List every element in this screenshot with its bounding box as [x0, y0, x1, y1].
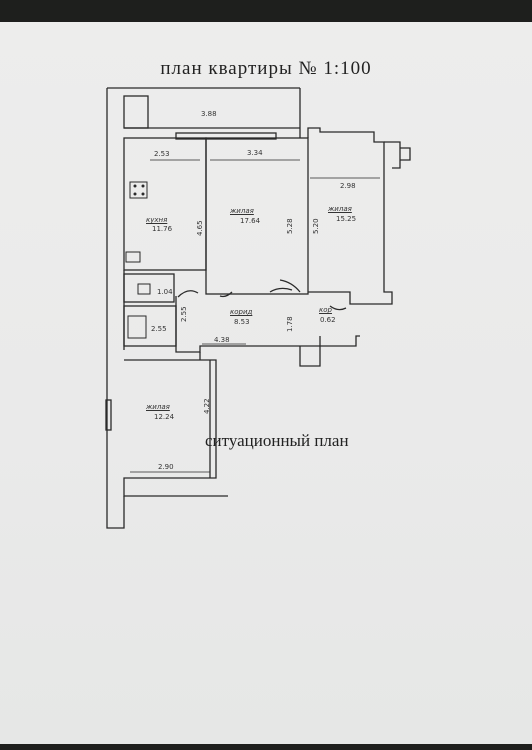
dim-cor2-height: 1.78 [286, 316, 294, 332]
dim-bath-height: 2.55 [180, 306, 188, 322]
dim-living2-height: 5.20 [312, 218, 320, 234]
room-living2-area: 15.25 [336, 215, 357, 223]
dim-corridor-width: 4.38 [214, 336, 230, 344]
room-corridor-area: 8.53 [234, 318, 250, 326]
dim-living2-width: 2.98 [340, 182, 356, 190]
room-toilet-area: 1.04 [157, 288, 173, 296]
room-kitchen-name: кухня [146, 216, 168, 224]
dim-living1-height: 5.28 [286, 218, 294, 234]
room-living2-name: жилая [328, 205, 352, 213]
plan-title: план квартиры № 1:100 [160, 58, 372, 79]
room-bath-area: 2.55 [151, 325, 167, 333]
room-living1-name: жилая [230, 207, 254, 215]
dim-kitchen-width: 2.53 [154, 150, 170, 158]
dim-balcony: 3.88 [201, 110, 217, 118]
paper-sheet [0, 22, 532, 744]
dim-living1-width: 3.34 [247, 149, 263, 157]
room-corridor2-name: кор [319, 306, 332, 314]
room-living1-area: 17.64 [240, 217, 261, 225]
room-corridor2-area: 0.62 [320, 316, 336, 324]
situation-plan-title: ситуационный план [205, 431, 349, 450]
room-corridor-name: корид [230, 308, 253, 316]
room-kitchen-area: 11.76 [152, 225, 173, 233]
dim-kitchen-height: 4.65 [196, 220, 204, 236]
dim-living3-height: 4.22 [203, 398, 211, 414]
dim-living3-width: 2.90 [158, 463, 174, 471]
room-living3-name: жилая [146, 403, 170, 411]
room-living3-area: 12.24 [154, 413, 175, 421]
